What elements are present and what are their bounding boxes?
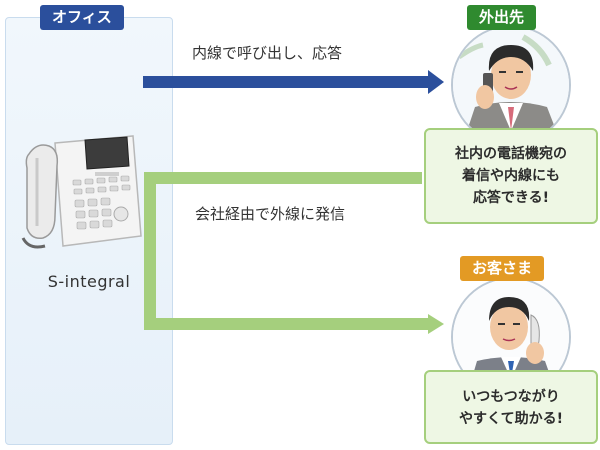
remote-benefit-line: 社内の電話機宛の — [455, 146, 567, 162]
external-call-arrowhead — [428, 314, 444, 334]
internal-call-label: 内線で呼び出し、応答 — [192, 44, 343, 62]
internal-call-arrow-shaft — [143, 76, 428, 88]
external-call-label: 会社経由で外線に発信 — [195, 205, 346, 223]
office-phone-icon — [21, 135, 142, 249]
remote-tag: 外出先 — [467, 5, 537, 30]
remote-benefit-line: 応答できる! — [472, 190, 550, 206]
customer-benefit-line: やすくて助かる! — [459, 411, 563, 427]
office-tag: オフィス — [40, 5, 124, 30]
customer-tag: お客さま — [460, 256, 545, 281]
customer-benefit-line: いつもつながり — [462, 389, 560, 405]
remote-benefit-line: 着信や内線にも — [462, 168, 560, 184]
device-label: S-integral — [47, 272, 131, 291]
customer-benefit-bubble: いつもつながり やすくて助かる! — [424, 370, 598, 444]
remote-worker-avatar — [451, 25, 571, 145]
internal-call-arrowhead — [428, 70, 444, 94]
businessman-phone-icon — [453, 27, 569, 143]
remote-benefit-bubble: 社内の電話機宛の 着信や内線にも 応答できる! — [424, 128, 598, 224]
external-call-arrow-line — [144, 172, 428, 330]
